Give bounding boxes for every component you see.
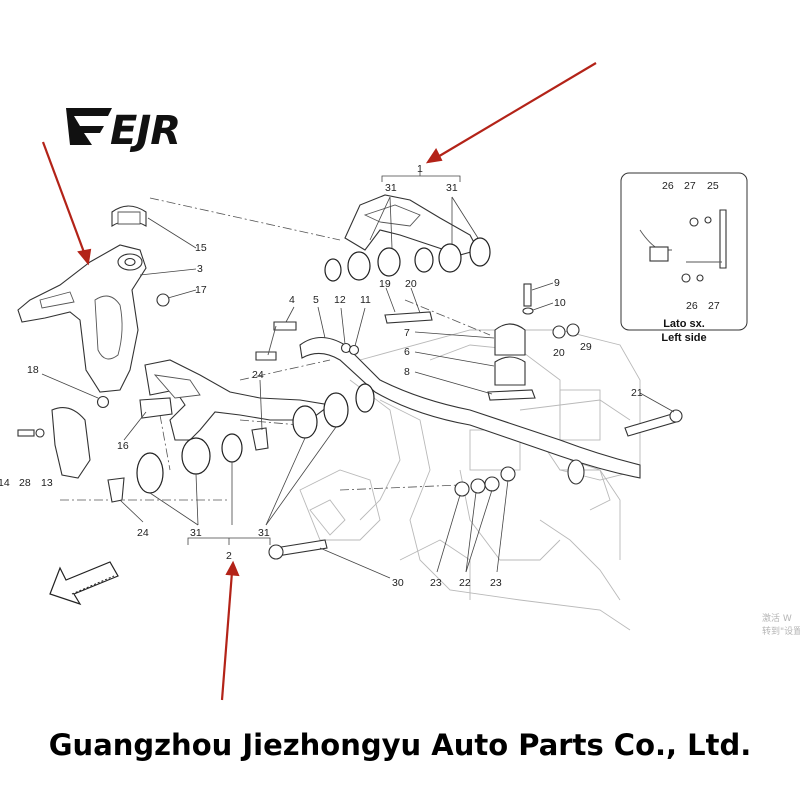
callout-19: 19: [379, 278, 391, 290]
callout-20b: 20: [553, 347, 565, 359]
inset-callout-26a: 26: [662, 180, 674, 192]
stabilizer-link: [255, 321, 360, 361]
callout-8: 8: [404, 366, 410, 378]
brand-logo-text: EJR: [110, 108, 180, 154]
callout-24a: 24: [252, 369, 264, 381]
nut-part-29: [566, 323, 580, 337]
highlight-arrows: [41, 62, 597, 701]
bolt-part-14: [17, 428, 45, 438]
callout-13: 13: [41, 477, 53, 489]
left-side-inset: 26 27 25 26 27 Lato sx. Left side: [620, 172, 748, 344]
inset-callout-26b: 26: [686, 300, 698, 312]
callout-24b: 24: [137, 527, 149, 539]
callout-17: 17: [195, 284, 207, 296]
callout-15: 15: [195, 242, 207, 254]
callout-9: 9: [554, 277, 560, 289]
callout-23a: 23: [430, 577, 442, 589]
company-name: Guangzhou Jiezhongyu Auto Parts Co., Ltd…: [48, 728, 752, 762]
bolt-part-9: [522, 283, 534, 315]
callout-28: 28: [19, 477, 31, 489]
callout-31a: 31: [385, 182, 397, 194]
callout-21: 21: [631, 387, 643, 399]
upper-control-arm: [324, 194, 491, 282]
vehicle-direction-arrow: [49, 561, 119, 606]
inset-label-line1: Lato sx.: [663, 318, 705, 330]
callout-10: 10: [554, 297, 566, 309]
alignment-lines: [60, 197, 491, 501]
clamp-part-15: [111, 205, 147, 227]
callout-23b: 23: [490, 577, 502, 589]
callout-30: 30: [392, 577, 404, 589]
callout-11: 11: [360, 294, 371, 306]
bolt-part-19: [384, 311, 433, 324]
bolt-head-part-21: [669, 409, 683, 423]
callout-7: 7: [404, 327, 410, 339]
callout-16: 16: [117, 440, 129, 452]
callout-31b: 31: [446, 182, 458, 194]
lower-control-arm: [136, 359, 375, 494]
callout-31d: 31: [258, 527, 270, 539]
nut-part-17: [156, 293, 170, 307]
inset-label-line2: Left side: [661, 332, 706, 344]
callout-20a: 20: [405, 278, 417, 290]
highlight-arrowhead-lower-arm: [225, 560, 240, 577]
subframe-background: [299, 329, 641, 631]
clip-part-24b: [251, 427, 269, 451]
inset-callout-27b: 27: [708, 300, 720, 312]
steering-knuckle: [17, 244, 147, 393]
bolt-head-part-30: [268, 544, 284, 560]
inset-callout-27a: 27: [684, 180, 696, 192]
highlight-arrowhead-knuckle: [77, 248, 92, 266]
stabilizer-bar: [299, 336, 641, 485]
leader-lines: [41, 172, 675, 579]
heat-shield-part-13: [51, 407, 91, 479]
callout-14: 14: [0, 477, 10, 489]
washers-parts-22-23: [454, 466, 516, 497]
bracket-part-16: [139, 397, 173, 419]
highlight-arrowhead-upper-arm: [425, 148, 443, 164]
callout-29: 29: [580, 341, 592, 353]
callout-22: 22: [459, 577, 471, 589]
watermark-line1: 激活 W: [762, 612, 792, 624]
callout-31c: 31: [190, 527, 202, 539]
stabilizer-bushing-bracket: [487, 323, 536, 401]
callout-5: 5: [313, 294, 319, 306]
callout-labels: 1 31 31 15 3 17 4 5 12 11 19 20 7 6 8 9 …: [0, 163, 643, 589]
callout-18: 18: [27, 364, 39, 376]
callout-12: 12: [334, 294, 346, 306]
nut-part-20: [552, 325, 566, 339]
watermark-line2: 转到"设置: [762, 625, 800, 637]
callout-6: 6: [404, 346, 410, 358]
nut-part-18: [96, 395, 110, 409]
callout-1: 1: [417, 163, 423, 175]
inset-callout-25: 25: [707, 180, 719, 192]
bolt-part-21: [624, 413, 677, 437]
callout-4: 4: [289, 294, 295, 306]
clip-part-24a: [107, 477, 125, 503]
brand-logo: EJR: [66, 108, 181, 154]
callout-3: 3: [197, 263, 203, 275]
callout-2: 2: [226, 550, 232, 562]
